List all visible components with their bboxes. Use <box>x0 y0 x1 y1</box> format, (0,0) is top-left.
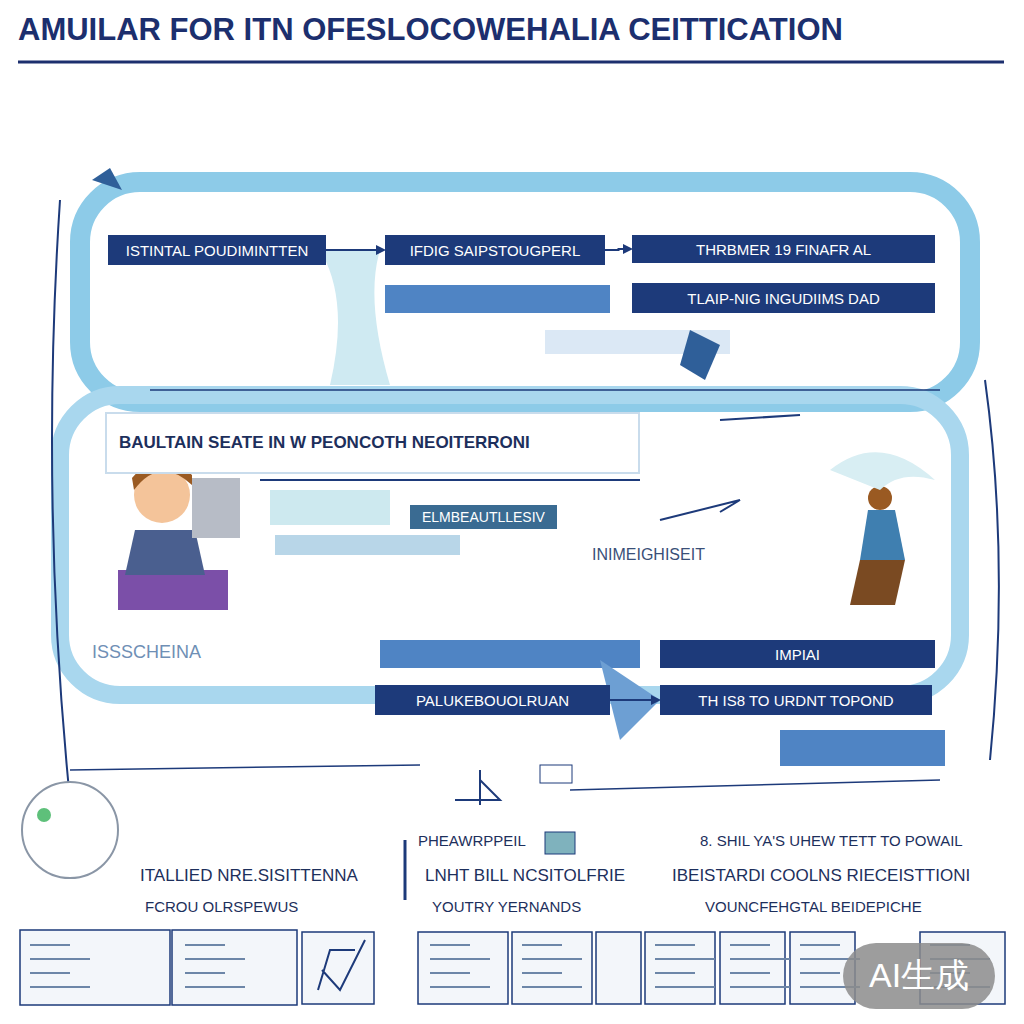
column-heading: PHEAWRPPEIL <box>418 832 526 849</box>
column-text: ITALLIED NRE.SISITTENNA <box>140 866 358 886</box>
process-box: ISTINTAL POUDIMINTTEN <box>108 235 326 265</box>
bar <box>780 730 945 766</box>
side-line <box>985 380 999 760</box>
node-text: IFDIG SAIPSTOUGPERL <box>410 242 581 259</box>
node-text: THRBMER 19 FINAFR AL <box>696 241 871 258</box>
bar <box>270 490 390 525</box>
loop-band <box>60 395 960 695</box>
bar <box>385 285 610 313</box>
node-text: IMPIAI <box>775 646 820 663</box>
watermark: AI生成 <box>843 943 995 1009</box>
title: AMUILAR FOR ITN OFESLOCOWEHALIA CEITTICA… <box>18 12 843 48</box>
stroke <box>404 840 407 900</box>
loop-band <box>80 182 970 402</box>
node-text: TLAIP-NIG INGUDIIMS DAD <box>687 290 880 307</box>
column-text: IBEISTARDI COOLNS RIECEISTTIONI <box>672 866 970 886</box>
antenna-icon <box>455 770 500 805</box>
divider <box>150 389 940 391</box>
node-text: ISTINTAL POUDIMINTTEN <box>126 242 309 259</box>
circle-icon <box>22 782 118 878</box>
divider <box>70 765 420 770</box>
flow-arrow <box>610 699 659 701</box>
column-text: LNHT BILL NCSITOLFRIE <box>425 866 625 886</box>
node-text: BAULTAIN SEATE IN W PEONCOTH NEOITERRONI <box>119 433 530 453</box>
column-text: FCROU OLRSPEWUS <box>145 898 298 915</box>
flow-arrow <box>605 249 631 250</box>
arrow-tip <box>92 168 122 190</box>
divider <box>260 479 640 481</box>
tag-band: ELMBEAUTLLESIV <box>410 505 557 529</box>
side-line <box>52 200 70 800</box>
process-box: IFDIG SAIPSTOUGPERL <box>385 235 605 265</box>
process-box: PALUKEBOUOLRUAN <box>375 685 610 715</box>
bar <box>275 535 460 555</box>
process-box: IMPIAI <box>660 640 935 668</box>
column-text: YOUTRY YERNANDS <box>432 898 581 915</box>
process-box: TLAIP-NIG INGUDIIMS DAD <box>632 283 935 313</box>
flow-arrow <box>326 249 384 251</box>
node-text: PALUKEBOUOLRUAN <box>416 692 569 709</box>
process-box: TH IS8 TO URDNT TOPOND <box>660 685 932 715</box>
heading-box: BAULTAIN SEATE IN W PEONCOTH NEOITERRONI <box>105 412 640 474</box>
tag-icon <box>545 832 575 854</box>
title-rule <box>18 61 1004 64</box>
check-icon <box>318 940 365 990</box>
dot <box>37 808 51 822</box>
tag-icon <box>540 765 572 783</box>
note-text: INIMEIGHISEIT <box>592 546 705 564</box>
stroke <box>660 500 740 520</box>
funnel <box>320 250 390 385</box>
divider <box>570 780 940 790</box>
person-figure <box>830 452 935 605</box>
node-text: ELMBEAUTLLESIV <box>422 509 545 525</box>
stroke <box>720 415 800 420</box>
column-heading: 8. SHIL YA'S UHEW TETT TO POWAIL <box>700 832 963 849</box>
person-figure <box>118 461 240 610</box>
node-text: TH IS8 TO URDNT TOPOND <box>698 692 893 709</box>
faded-text: ISSSCHEINA <box>92 642 201 663</box>
column-text: VOUNCFEHGTAL BEIDEPICHE <box>705 898 922 915</box>
shape <box>680 330 720 380</box>
process-box: THRBMER 19 FINAFR AL <box>632 235 935 263</box>
